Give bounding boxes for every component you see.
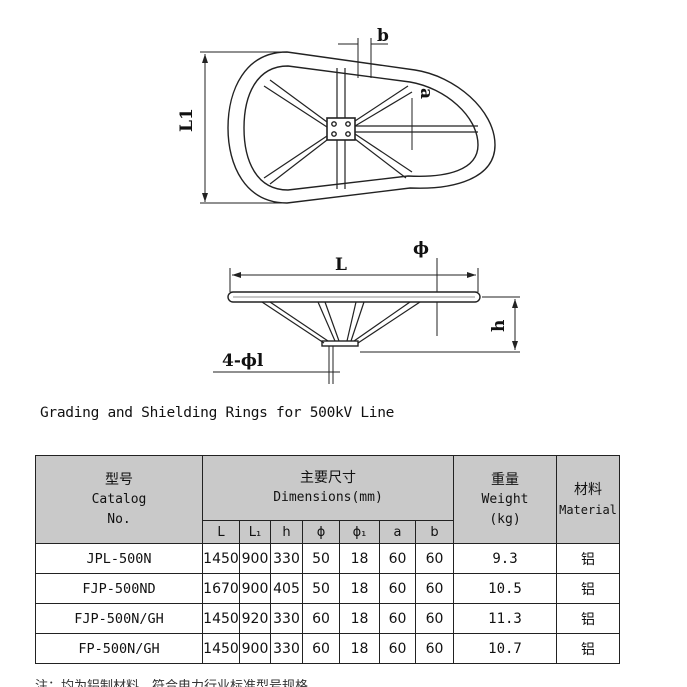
cell-l1: 900: [239, 573, 271, 604]
header-dimensions-zh: 主要尺寸: [300, 470, 356, 486]
header-weight-zh: 重量: [491, 471, 519, 488]
table-row: JPL-500N 1450 900 330 50 18 60 60 9.3 铝: [35, 543, 620, 574]
cell-l1: 900: [239, 633, 271, 664]
cell-phi: 50: [302, 573, 340, 604]
cell-a: 60: [379, 573, 416, 604]
cell-catalog: FP-500N/GH: [35, 633, 203, 664]
ring-outer-outline: [227, 51, 496, 204]
label-b: b: [377, 26, 389, 46]
bolt-hole: [345, 131, 351, 137]
cell-l1: 900: [239, 543, 271, 574]
cell-phi: 60: [302, 633, 340, 664]
header-weight-en: Weight: [481, 491, 529, 507]
header-catalog-zh: 型号: [105, 471, 133, 488]
subheader-a: a: [379, 520, 416, 544]
header-material-en: Material: [559, 502, 617, 517]
top-view: L1 b a: [177, 26, 496, 204]
technical-drawing: L1 b a L ϕ: [177, 26, 520, 384]
subheader-h: h: [270, 520, 303, 544]
cell-weight: 9.3: [453, 543, 557, 574]
header-material-zh: 材料: [574, 481, 602, 498]
cell-catalog: FJP-500ND: [35, 573, 203, 604]
cell-b: 60: [415, 543, 454, 574]
ring-tube: [227, 291, 481, 303]
cell-l: 1450: [202, 603, 240, 634]
spec-table: 型号 Catalog No. 主要尺寸 Dimensions(mm) 重量 We…: [35, 455, 620, 664]
cell-l: 1450: [202, 633, 240, 664]
cell-weight: 11.3: [453, 603, 557, 634]
cell-catalog: FJP-500N/GH: [35, 603, 203, 634]
header-catalog-en: Catalog: [91, 491, 147, 507]
label-l1: L1: [177, 108, 197, 132]
footer-note: 注：均为铝制材料，符合电力行业标准型号规格: [35, 679, 309, 687]
cell-weight: 10.5: [453, 573, 557, 604]
label-h: h: [489, 320, 509, 332]
header-dimensions: 主要尺寸 Dimensions(mm): [202, 455, 454, 521]
cell-material: 铝: [556, 543, 620, 574]
cell-material: 铝: [556, 633, 620, 664]
header-weight: 重量 Weight (kg): [453, 455, 557, 544]
base-plate: [321, 340, 359, 347]
bolt-hole: [331, 131, 337, 137]
cell-a: 60: [379, 603, 416, 634]
label-hole: 4-ϕl: [222, 351, 264, 371]
cell-a: 60: [379, 633, 416, 664]
header-catalog-no: No.: [107, 511, 131, 527]
cell-l: 1670: [202, 573, 240, 604]
subheader-l: L: [202, 520, 240, 544]
cell-phi1: 18: [339, 573, 380, 604]
cell-phi1: 18: [339, 633, 380, 664]
cell-material: 铝: [556, 603, 620, 634]
cell-b: 60: [415, 603, 454, 634]
header-catalog: 型号 Catalog No.: [35, 455, 203, 544]
subheader-phi1: ϕ₁: [339, 520, 380, 544]
cell-l1: 920: [239, 603, 271, 634]
header-material: 材料 Material: [556, 455, 620, 544]
cell-a: 60: [379, 543, 416, 574]
cell-h: 330: [270, 633, 303, 664]
cell-h: 330: [270, 543, 303, 574]
table-row: FP-500N/GH 1450 900 330 60 18 60 60 10.7…: [35, 633, 620, 664]
cell-phi1: 18: [339, 543, 380, 574]
cell-weight: 10.7: [453, 633, 557, 664]
side-struts: [261, 301, 421, 344]
cell-phi: 60: [302, 603, 340, 634]
label-l: L: [335, 255, 347, 275]
header-dimensions-en: Dimensions(mm): [273, 490, 383, 505]
support-struts: [263, 68, 478, 189]
subheader-l1: L₁: [239, 520, 271, 544]
mounting-plate: [326, 117, 356, 141]
cell-b: 60: [415, 573, 454, 604]
table-header-row: 型号 Catalog No. 主要尺寸 Dimensions(mm) 重量 We…: [35, 455, 620, 544]
bolt-hole: [345, 121, 351, 127]
table-subheader-row: L L₁ h ϕ ϕ₁ a b: [36, 520, 620, 544]
cell-phi1: 18: [339, 603, 380, 634]
side-view: L ϕ h 4-ϕl: [213, 239, 520, 384]
cell-catalog: JPL-500N: [35, 543, 203, 574]
cell-l: 1450: [202, 543, 240, 574]
subheader-b: b: [415, 520, 454, 544]
subheader-phi: ϕ: [302, 520, 340, 544]
header-weight-unit: (kg): [489, 511, 521, 527]
cell-b: 60: [415, 633, 454, 664]
bolt-hole: [331, 121, 337, 127]
cell-h: 405: [270, 573, 303, 604]
label-a: a: [416, 88, 436, 99]
table-row: FJP-500N/GH 1450 920 330 60 18 60 60 11.…: [35, 603, 620, 634]
caption: Grading and Shielding Rings for 500kV Li…: [40, 405, 395, 421]
cell-phi: 50: [302, 543, 340, 574]
ring-inner-outline: [243, 65, 479, 191]
table-row: FJP-500ND 1670 900 405 50 18 60 60 10.5 …: [35, 573, 620, 604]
cell-material: 铝: [556, 573, 620, 604]
label-phi: ϕ: [413, 239, 429, 259]
cell-h: 330: [270, 603, 303, 634]
